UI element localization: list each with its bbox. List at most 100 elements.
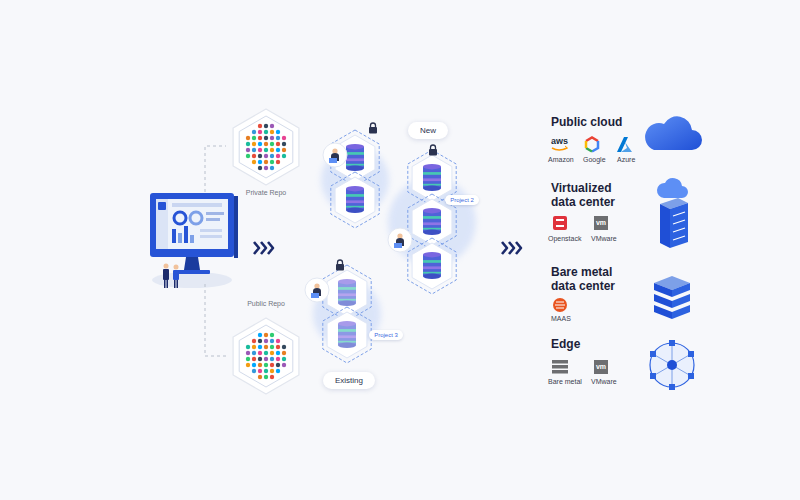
app-icon [258, 339, 262, 343]
logo-text: aws [551, 136, 573, 146]
app-icon [258, 333, 262, 337]
app-icon [258, 166, 262, 170]
app-icon [264, 124, 268, 128]
app-icon [282, 345, 286, 349]
app-icon [270, 160, 274, 164]
app-icon [264, 136, 268, 140]
hexagon-inner [239, 325, 293, 387]
hexagon-outer [233, 109, 299, 185]
app-icon [252, 357, 256, 361]
app-icon [282, 142, 286, 146]
app-icon [258, 351, 262, 355]
app-icon [258, 130, 262, 134]
app-icon [270, 339, 274, 343]
app-icon [264, 363, 268, 367]
app-icon [264, 130, 268, 134]
app-icon [270, 154, 274, 158]
app-icon [252, 160, 256, 164]
leader-line [205, 146, 226, 192]
status-pill: Existing [323, 372, 375, 389]
app-icon [276, 369, 280, 373]
app-icon [258, 357, 262, 361]
category-heading: Edge [551, 337, 611, 351]
app-icon [264, 148, 268, 152]
app-icon [270, 375, 274, 379]
app-icon [276, 136, 280, 140]
project-tag: Project 3 [369, 330, 403, 340]
app-icon [270, 357, 274, 361]
monitor [150, 193, 238, 288]
app-icon [246, 142, 250, 146]
app-icon [258, 375, 262, 379]
app-icon [252, 136, 256, 140]
app-icon [276, 351, 280, 355]
provider-name: MAAS [551, 315, 571, 322]
hexagon-outer [233, 318, 299, 394]
app-icon [252, 130, 256, 134]
app-icon [258, 142, 262, 146]
project-tag: Project 2 [445, 195, 479, 205]
app-icon [264, 375, 268, 379]
app-icon [276, 339, 280, 343]
app-icon [264, 345, 268, 349]
app-icon [258, 160, 262, 164]
app-icon [264, 339, 268, 343]
app-icon [246, 154, 250, 158]
app-icon [264, 351, 268, 355]
status-label: Existing [335, 376, 363, 385]
app-icon [276, 154, 280, 158]
app-icon [282, 148, 286, 152]
provider-name: Openstack [548, 235, 581, 242]
app-icon [264, 357, 268, 361]
logo-text: vm [594, 360, 608, 374]
app-icon [264, 166, 268, 170]
category-heading: Virtualized data center [551, 181, 635, 210]
category-heading: Public cloud [551, 115, 671, 129]
app-icon [252, 148, 256, 152]
app-icon [270, 130, 274, 134]
app-icon [270, 166, 274, 170]
category-heading: Bare metal data center [551, 265, 635, 294]
provider-name: Amazon [548, 156, 574, 163]
app-icon [252, 351, 256, 355]
app-icon [282, 357, 286, 361]
project-label: Project 3 [374, 332, 398, 338]
repo-label: Private Repo [228, 189, 304, 196]
app-icon [282, 136, 286, 140]
app-icon [282, 351, 286, 355]
app-icon [246, 148, 250, 152]
app-icon [270, 369, 274, 373]
app-icon [276, 160, 280, 164]
status-label: New [420, 126, 436, 135]
app-icon [270, 136, 274, 140]
app-icon [270, 124, 274, 128]
app-icon [252, 363, 256, 367]
app-icon [264, 369, 268, 373]
app-icon [252, 154, 256, 158]
app-icon [246, 357, 250, 361]
app-icon [282, 363, 286, 367]
app-icon [276, 142, 280, 146]
app-icon [276, 130, 280, 134]
repo-hexagon: Private Repo [228, 107, 304, 205]
app-icon [270, 333, 274, 337]
app-icon [258, 154, 262, 158]
provider-name: Google [583, 156, 606, 163]
hexagon-outline [228, 107, 304, 187]
app-icon [246, 345, 250, 349]
provider-logos [552, 137, 632, 374]
app-icon [252, 369, 256, 373]
app-icon [276, 148, 280, 152]
app-icon [246, 363, 250, 367]
app-icon [264, 142, 268, 146]
app-icon [246, 136, 250, 140]
logo-text: vm [594, 216, 608, 230]
app-icon [276, 345, 280, 349]
app-icon [264, 160, 268, 164]
app-icon [258, 124, 262, 128]
app-icon [282, 154, 286, 158]
app-icon [258, 369, 262, 373]
project-label: Project 2 [450, 197, 474, 203]
